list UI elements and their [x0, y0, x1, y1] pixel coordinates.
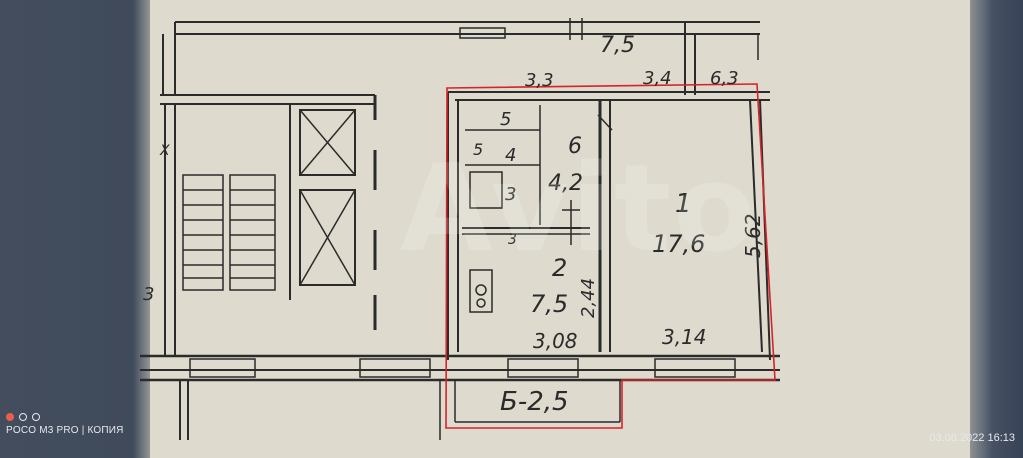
room-2-number: 2: [552, 254, 567, 282]
apartment-highlight: [445, 83, 776, 429]
dim-room-1-width: 3,14: [662, 325, 707, 349]
mark-stair: 3: [143, 284, 154, 305]
balcony-label: Б-2,5: [500, 387, 569, 417]
camera-dot-icon: [6, 413, 14, 421]
mark-4: 4: [505, 145, 516, 166]
dim-room-2-width: 3,08: [533, 329, 578, 353]
building-outline: [162, 18, 760, 95]
room-1-area: 17,6: [652, 230, 705, 258]
camera-dots: [6, 413, 124, 421]
room-2-area: 7,5: [530, 290, 568, 318]
dim-corridor-length: 7,5: [600, 33, 635, 58]
camera-overlay: POCO M3 PRO | КОПИЯ: [6, 413, 124, 438]
dim-room-1-height: 5,62: [741, 213, 765, 258]
dim-top-1: 3,3: [525, 70, 554, 91]
room-6-number: 6: [568, 134, 582, 159]
mark-3: 3: [508, 232, 517, 248]
stairwell: [160, 94, 377, 355]
dim-room-2-height: 2,44: [578, 278, 599, 318]
device-label: POCO M3 PRO | КОПИЯ: [6, 425, 124, 436]
room-5-number: 5: [500, 109, 511, 130]
room-3-number: 3: [505, 184, 516, 205]
dim-top-3: 6,3: [710, 68, 739, 89]
room-6-area: 4,2: [548, 171, 583, 196]
room-1-number: 1: [675, 189, 692, 219]
mark-x: Х: [159, 143, 170, 159]
camera-dot-icon: [32, 413, 40, 421]
mark-5: 5: [473, 140, 483, 159]
photo-timestamp: 03.08.2022 16:13: [929, 432, 1015, 444]
apartment-walls: [447, 91, 771, 361]
dim-top-2: 3,4: [643, 68, 672, 89]
camera-dot-icon: [19, 413, 27, 421]
